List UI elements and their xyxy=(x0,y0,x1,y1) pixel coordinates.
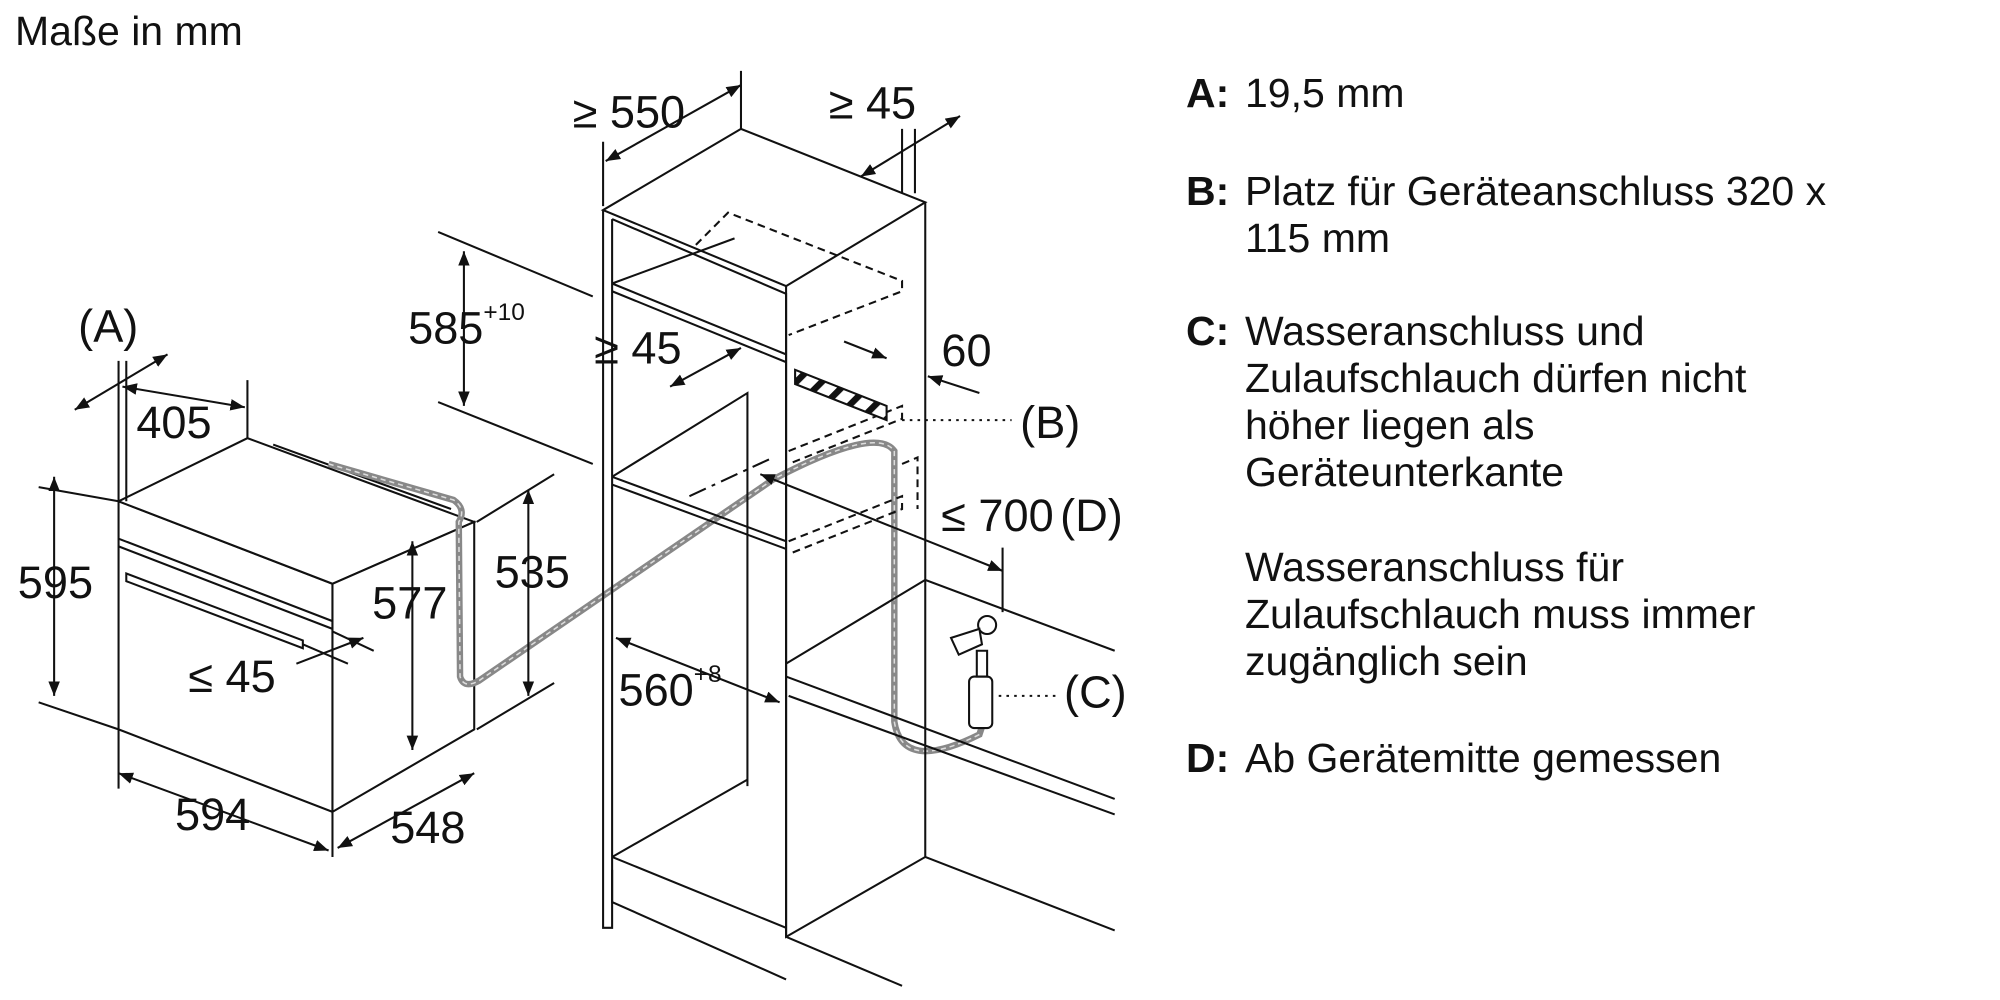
note-line: 19,5 mm xyxy=(1245,70,1405,116)
dim-height-577: 577 xyxy=(372,578,447,629)
note-key: A: xyxy=(1186,70,1230,116)
water-tap xyxy=(949,614,998,730)
dimension-lines xyxy=(38,70,1004,857)
dim-width-560-tolerance: +8 xyxy=(694,660,722,687)
label-a: (A) xyxy=(78,301,138,352)
note-line: Geräteunterkante xyxy=(1245,449,1565,495)
dim-height-585-value: 585 xyxy=(408,302,483,353)
note-line: Wasseranschluss und xyxy=(1245,308,1645,354)
note-key: D: xyxy=(1186,735,1230,781)
note-key: C: xyxy=(1186,308,1230,354)
diagram-title: Maße in mm xyxy=(15,8,243,54)
note-line: Zulaufschlauch muss immer xyxy=(1245,591,1756,637)
label-c: (C) xyxy=(1064,667,1127,718)
dim-height-595: 595 xyxy=(18,557,93,608)
note-line: Wasseranschluss für xyxy=(1245,544,1624,590)
dimension-labels: ≥ 550 ≥ 45 585+10 (A) 405 ≥ 45 60 (B) 59… xyxy=(18,78,1127,853)
dim-45-top: ≥ 45 xyxy=(829,78,916,129)
note-line: Zulaufschlauch dürfen nicht xyxy=(1245,355,1747,401)
label-b: (B) xyxy=(1020,397,1080,448)
dim-width-550: ≥ 550 xyxy=(573,87,686,138)
dim-height-585: 585+10 xyxy=(408,298,525,352)
note-line: zugänglich sein xyxy=(1245,638,1528,684)
dim-700: ≤ 700 xyxy=(941,490,1054,541)
dim-le-45: ≤ 45 xyxy=(188,651,275,702)
note-line: höher liegen als xyxy=(1245,402,1535,448)
note-key: B: xyxy=(1186,168,1230,214)
note-line: Ab Gerätemitte gemessen xyxy=(1245,735,1722,781)
dim-depth-548: 548 xyxy=(390,802,465,853)
dim-height-585-tolerance: +10 xyxy=(483,298,525,325)
dim-width-560-value: 560 xyxy=(619,664,694,715)
note-line: 115 mm xyxy=(1245,215,1391,261)
tall-cabinet xyxy=(600,127,928,987)
dim-height-535: 535 xyxy=(495,547,570,598)
dim-60: 60 xyxy=(941,325,991,376)
label-d: (D) xyxy=(1060,490,1123,541)
note-line: Platz für Geräteanschluss 320 x xyxy=(1245,168,1827,214)
dim-depth-405: 405 xyxy=(136,397,211,448)
dim-width-594: 594 xyxy=(175,789,250,840)
dim-gap-45: ≥ 45 xyxy=(594,322,681,373)
dim-width-560: 560+8 xyxy=(619,660,722,714)
